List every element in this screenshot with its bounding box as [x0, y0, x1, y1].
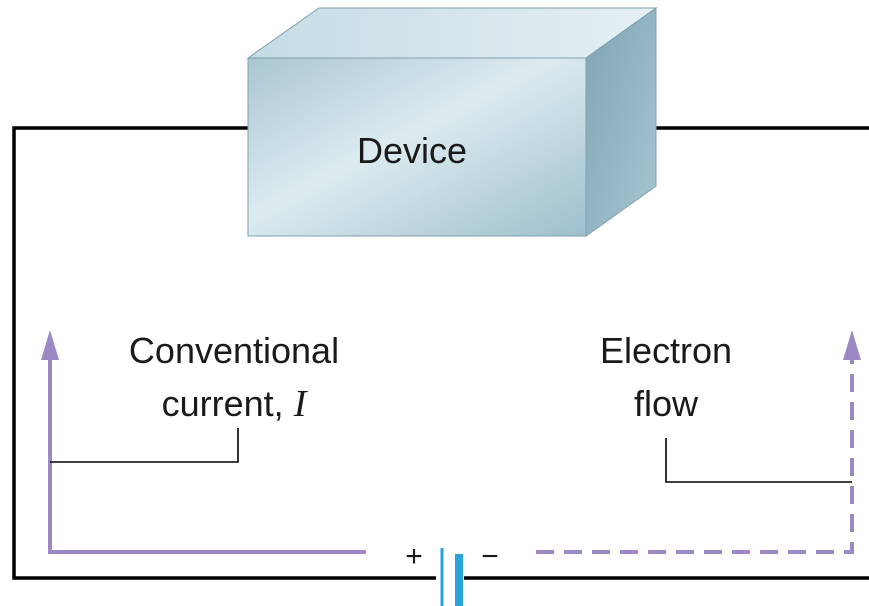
conventional-leader: [50, 428, 239, 463]
conventional-current-arrow: [41, 330, 366, 554]
battery: + −: [405, 540, 499, 606]
device-box: Device: [246, 7, 658, 237]
device-label: Device: [357, 130, 467, 171]
electron-label-line1: Electron: [600, 330, 732, 371]
left-wire: [12, 126, 436, 580]
conventional-label-line2: current, I: [162, 383, 309, 425]
electron-label-line2: flow: [634, 383, 699, 424]
current-symbol: I: [293, 383, 309, 425]
electron-leader: [665, 438, 852, 483]
conventional-arrowhead: [41, 330, 59, 360]
device-front-face: [247, 57, 587, 237]
conventional-label-line2-text: current,: [162, 383, 294, 424]
device-top-face: [246, 7, 658, 59]
electron-flow-arrow: [536, 330, 861, 554]
leader-lines: [50, 428, 852, 483]
conventional-current-label: Conventional current, I: [129, 330, 339, 425]
electron-arrowhead: [843, 330, 861, 360]
battery-minus-sign: −: [481, 540, 499, 573]
battery-plus-sign: +: [405, 540, 423, 573]
conventional-label-line1: Conventional: [129, 330, 339, 371]
electron-flow-label: Electron flow: [600, 330, 732, 424]
